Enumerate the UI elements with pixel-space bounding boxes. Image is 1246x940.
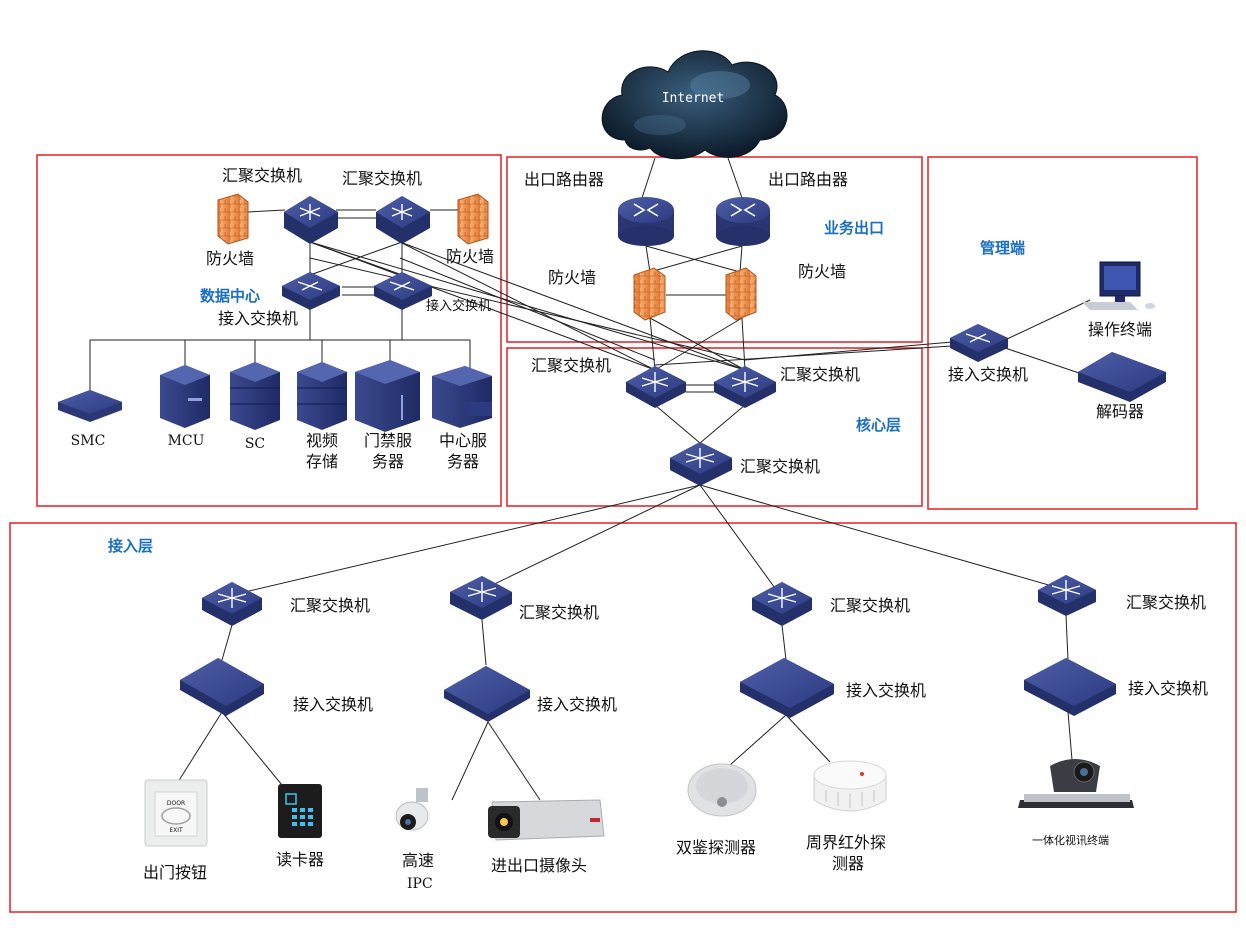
mcu-server-icon	[160, 365, 210, 428]
speed-dome-label-1: 高速	[402, 851, 434, 870]
core-box	[506, 347, 923, 507]
smc-device-icon	[58, 390, 122, 422]
server-central-label-1: 中心服	[439, 431, 487, 450]
datacenter-access-switch-1-icon	[282, 272, 340, 310]
egress-firewall-1-label: 防火墙	[548, 268, 596, 287]
core-switch-2-label: 汇聚交换机	[780, 365, 860, 384]
decoder-icon	[1078, 352, 1166, 402]
exit-label: EXIT	[169, 827, 183, 834]
internet-label: Internet	[662, 91, 725, 106]
video-terminal-label: 一体化视讯终端	[1032, 833, 1109, 847]
datacenter-box	[36, 154, 502, 507]
access-agg-switch-4-icon	[1038, 575, 1096, 616]
dc-access-switch-2-label: 接入交换机	[426, 298, 491, 314]
door-label: DOOR	[167, 800, 185, 807]
perimeter-ir-label-1: 周界红外探	[806, 833, 886, 852]
datacenter-agg-switch-1-icon	[284, 196, 338, 244]
core-switch-1-label: 汇聚交换机	[531, 356, 611, 375]
monitor-icon	[1082, 261, 1155, 310]
dc-agg-switch-1-label: 汇聚交换机	[222, 166, 302, 185]
central-server-icon	[432, 366, 492, 428]
access-control-server-icon	[355, 360, 420, 432]
dc-access-switch-1-label: 接入交换机	[218, 309, 298, 328]
access-switch-1-icon	[180, 658, 264, 716]
bullet-camera-label: 进出口摄像头	[491, 856, 587, 875]
section-datacenter-title: 数据中心	[200, 287, 260, 305]
datacenter-access-switch-2-icon	[374, 272, 432, 310]
egress-router-1-label: 出口路由器	[524, 170, 604, 189]
datacenter-firewall-1-icon	[217, 193, 249, 245]
server-smc-label: SMC	[71, 433, 106, 449]
access-agg-2-label: 汇聚交换机	[519, 603, 599, 622]
access-agg-4-label: 汇聚交换机	[1126, 593, 1206, 612]
server-access-control-label-1: 门禁服	[364, 431, 412, 450]
management-access-switch-icon	[950, 324, 1008, 362]
access-switch-3-label: 接入交换机	[846, 681, 926, 700]
access-switch-2-icon	[444, 666, 530, 722]
dual-tech-detector-label: 双鉴探测器	[676, 838, 756, 857]
egress-router-2-label: 出口路由器	[768, 170, 848, 189]
access-agg-switch-2-icon	[450, 576, 512, 620]
perimeter-ir-detector-icon	[813, 760, 887, 812]
server-mcu-label: MCU	[168, 433, 205, 449]
internet-cloud-icon	[601, 50, 788, 160]
core-switch-3-icon	[670, 442, 732, 486]
speed-dome-label-2: IPC	[407, 876, 433, 892]
access-agg-3-label: 汇聚交换机	[830, 596, 910, 615]
server-access-control-label-2: 务器	[372, 452, 404, 471]
exit-button-label: 出门按钮	[143, 863, 207, 882]
sc-server-icon	[230, 362, 280, 430]
dc-agg-switch-2-label: 汇聚交换机	[342, 169, 422, 188]
egress-router-2-icon	[716, 197, 770, 246]
mgmt-decoder-label: 解码器	[1096, 402, 1144, 421]
server-video-storage-label-1: 视频	[306, 431, 338, 450]
section-core-title: 核心层	[856, 416, 901, 434]
server-central-label-2: 务器	[447, 452, 479, 471]
mgmt-terminal-label: 操作终端	[1088, 320, 1152, 339]
server-video-storage-label-2: 存储	[306, 452, 338, 471]
access-switch-4-icon	[1024, 658, 1116, 716]
core-switch-1-icon	[626, 366, 686, 408]
core-switch-2-icon	[714, 366, 776, 408]
video-storage-icon	[297, 362, 347, 430]
dual-tech-detector-icon	[687, 763, 757, 817]
access-switch-1-label: 接入交换机	[293, 695, 373, 714]
card-reader-icon	[278, 784, 322, 838]
egress-firewall-2-icon	[725, 267, 757, 321]
egress-firewall-1-icon	[633, 267, 666, 321]
access-switch-4-label: 接入交换机	[1128, 679, 1208, 698]
bullet-camera-icon	[488, 799, 605, 841]
access-box	[9, 522, 1237, 913]
card-reader-label: 读卡器	[276, 850, 324, 869]
connection-lines	[89, 157, 1091, 801]
section-management-title: 管理端	[980, 239, 1025, 257]
core-switch-3-label: 汇聚交换机	[740, 457, 820, 476]
server-sc-label: SC	[245, 436, 265, 452]
perimeter-ir-label-2: 测器	[832, 854, 864, 873]
section-egress-title: 业务出口	[824, 219, 884, 237]
dc-firewall-2-label: 防火墙	[446, 247, 494, 266]
egress-firewall-2-label: 防火墙	[798, 262, 846, 281]
access-switch-3-icon	[740, 658, 834, 718]
management-box	[927, 156, 1198, 510]
access-agg-switch-1-icon	[202, 582, 262, 626]
mgmt-switch-label: 接入交换机	[948, 365, 1028, 384]
egress-box	[506, 156, 923, 343]
access-agg-1-label: 汇聚交换机	[290, 596, 370, 615]
dc-firewall-1-label: 防火墙	[206, 249, 254, 268]
speed-dome-camera-icon	[395, 788, 429, 831]
egress-router-1-icon	[618, 197, 674, 246]
section-access-title: 接入层	[108, 537, 153, 555]
datacenter-agg-switch-2-icon	[376, 196, 430, 244]
video-conference-terminal-icon	[1018, 759, 1134, 808]
access-switch-2-label: 接入交换机	[537, 695, 617, 714]
exit-button-icon: DOOR EXIT	[144, 779, 208, 847]
datacenter-firewall-2-icon	[457, 193, 489, 245]
access-agg-switch-3-icon	[752, 582, 812, 626]
